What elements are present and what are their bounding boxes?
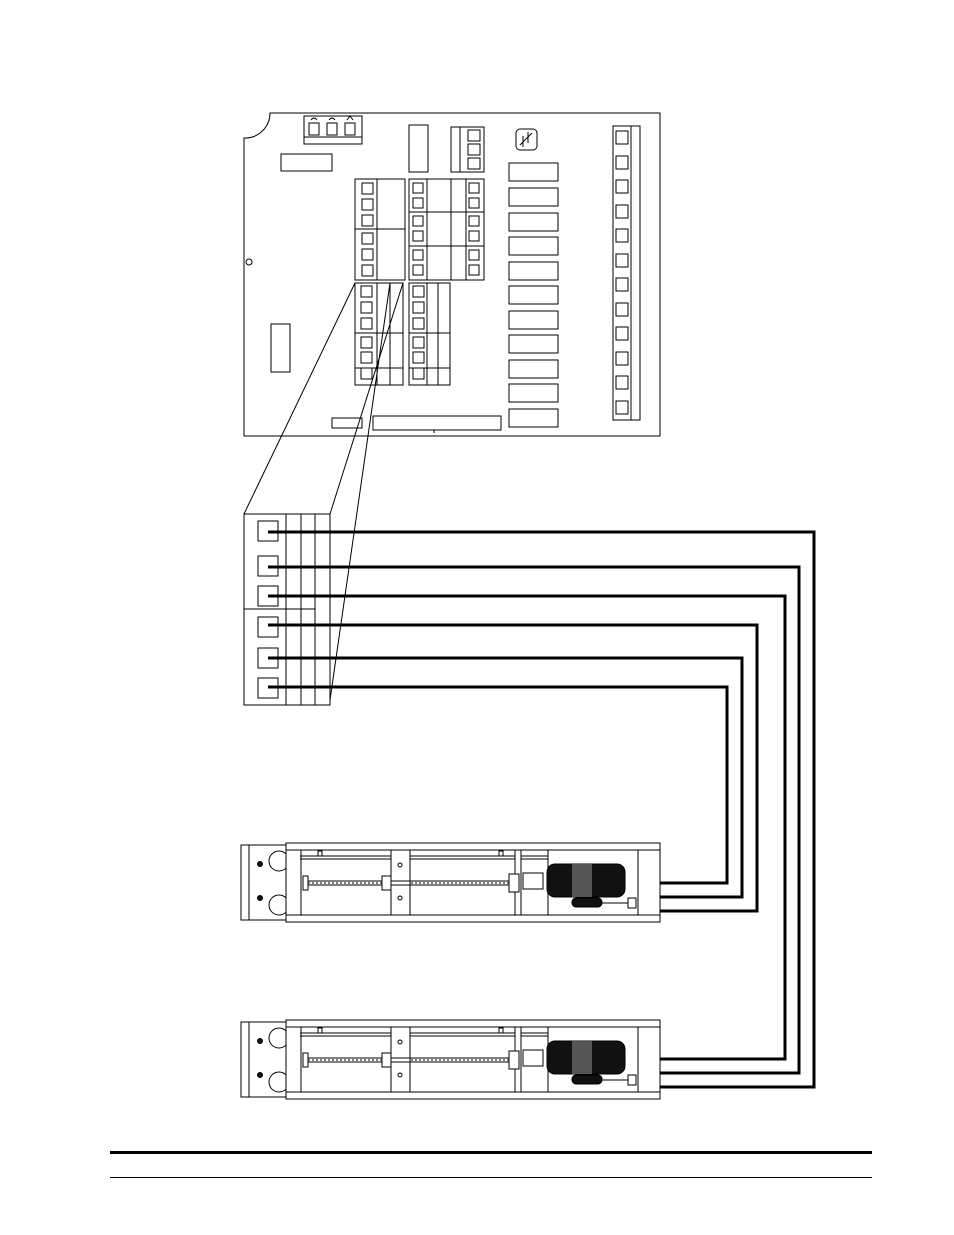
actuator-lower (241, 1020, 660, 1099)
wiring-harness (268, 532, 814, 1087)
footer-rule-thick (110, 1151, 872, 1154)
control-board (244, 113, 660, 436)
terminal-block-enlarged (244, 514, 330, 705)
footer-rule-thin (110, 1177, 872, 1178)
actuator-upper (241, 843, 660, 922)
